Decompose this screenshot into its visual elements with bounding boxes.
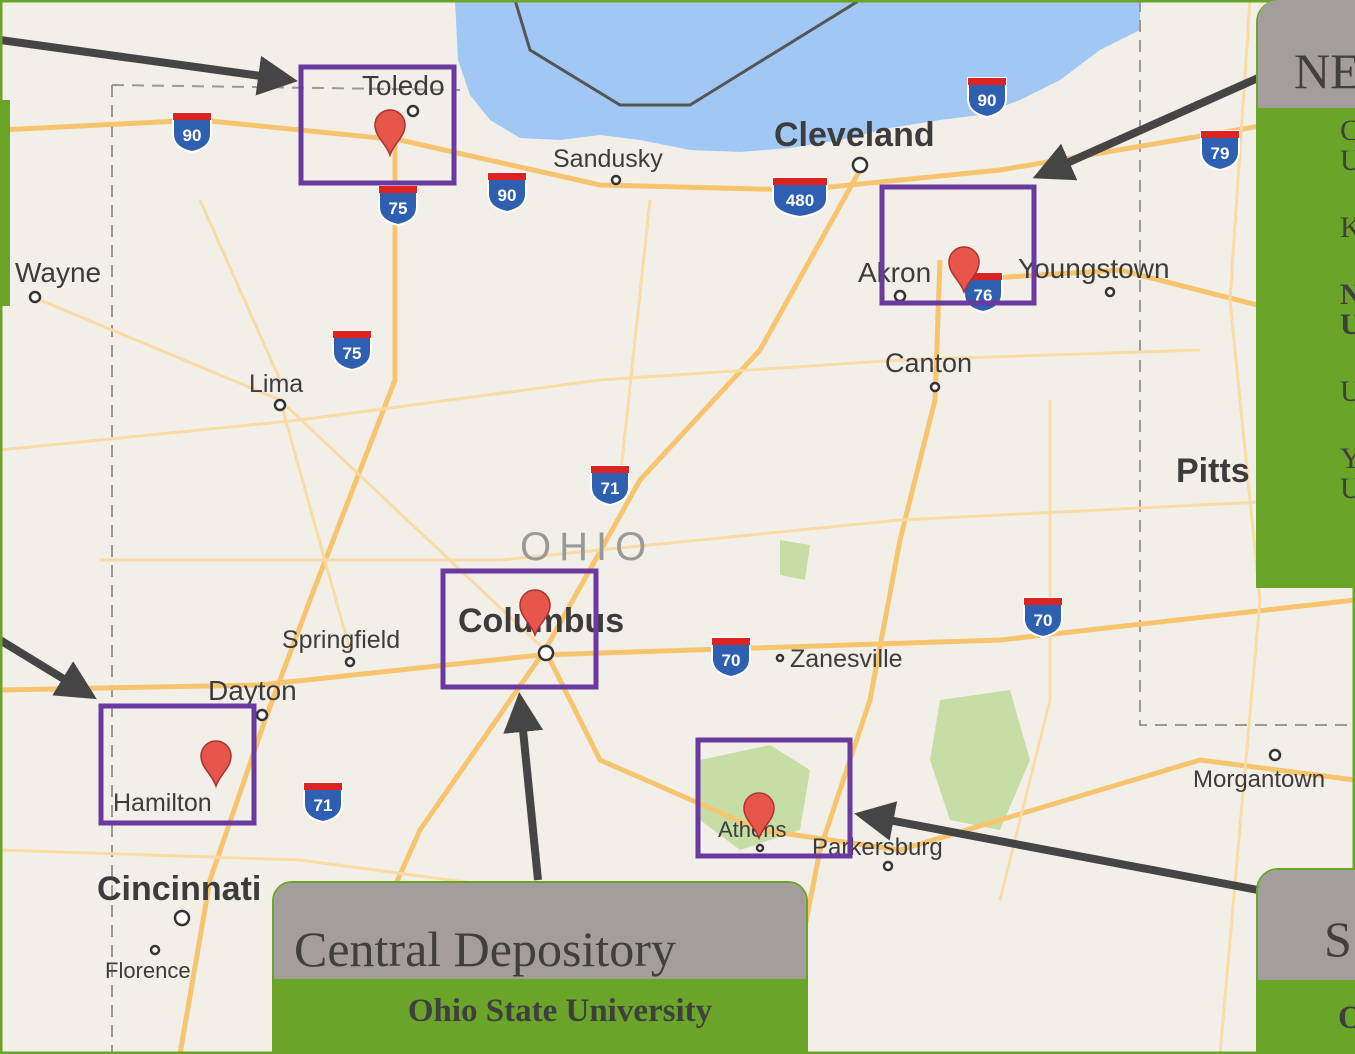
city-label-akron: Akron bbox=[858, 257, 931, 288]
interstate-shield: 480 bbox=[772, 177, 828, 219]
arrow-to-toledo bbox=[0, 36, 298, 96]
se-callout-institution: O bbox=[1258, 980, 1355, 1052]
svg-text:76: 76 bbox=[974, 286, 993, 305]
se-callout-title: S bbox=[1258, 870, 1355, 980]
ne-list-item: N U bbox=[1340, 280, 1355, 340]
city-label-morgantown: Morgantown bbox=[1193, 766, 1325, 793]
svg-text:70: 70 bbox=[722, 651, 741, 670]
interstate-shield: 75 bbox=[332, 330, 372, 372]
northeast-callout: NE C U K N U U Y U bbox=[1256, 0, 1355, 588]
map-marker-icon bbox=[743, 792, 775, 841]
city-label-florence: Florence bbox=[105, 958, 191, 983]
city-dots bbox=[28, 104, 1282, 956]
city-label-toledo: Toledo bbox=[362, 70, 445, 101]
highlight-boxes bbox=[98, 64, 1037, 859]
arrow-to-columbus bbox=[503, 692, 544, 881]
svg-text:75: 75 bbox=[389, 199, 408, 218]
city-label-springfield: Springfield bbox=[282, 626, 400, 654]
svg-text:71: 71 bbox=[601, 479, 620, 498]
city-label-pittsburgh: Pitts bbox=[1176, 452, 1250, 490]
city-label-sandusky: Sandusky bbox=[553, 145, 663, 173]
ne-list-item: C U bbox=[1340, 116, 1355, 176]
interstate-shield: 71 bbox=[590, 465, 630, 507]
highlight-box-hamilton bbox=[98, 703, 257, 826]
highlight-box-columbus bbox=[440, 568, 599, 690]
interstate-shield: 79 bbox=[1200, 130, 1240, 172]
map-marker-icon bbox=[200, 740, 232, 789]
central-callout-title: Central Depository bbox=[274, 883, 806, 979]
ne-list-item: Y U bbox=[1340, 444, 1355, 504]
ne-list-item: U bbox=[1340, 377, 1355, 407]
ne-callout-title: NE bbox=[1258, 0, 1355, 108]
ne-callout-list: C U K N U U Y U bbox=[1258, 108, 1355, 588]
lake-erie bbox=[455, 0, 1140, 152]
map-marker-icon bbox=[374, 109, 406, 158]
city-label-youngstown: Youngstown bbox=[1018, 253, 1170, 284]
interstate-shield: 90 bbox=[172, 112, 212, 154]
map-marker-icon bbox=[948, 246, 980, 295]
left-callout-edge bbox=[0, 100, 10, 306]
svg-text:90: 90 bbox=[978, 91, 997, 110]
svg-text:90: 90 bbox=[498, 186, 517, 205]
city-label-canton: Canton bbox=[885, 348, 972, 378]
park-area bbox=[780, 540, 810, 580]
interstate-shield: 90 bbox=[487, 172, 527, 214]
city-labels: Toledo Cleveland Sandusky Akron Youngsto… bbox=[15, 70, 1325, 983]
svg-text:90: 90 bbox=[183, 126, 202, 145]
city-label-lima: Lima bbox=[249, 370, 303, 398]
interstate-shield: 75 bbox=[378, 185, 418, 227]
interstate-shield: 71 bbox=[303, 782, 343, 824]
pointer-arrows bbox=[0, 36, 1260, 894]
state-border-east bbox=[1139, 0, 1355, 726]
map-markers bbox=[200, 109, 980, 841]
svg-text:79: 79 bbox=[1211, 144, 1230, 163]
svg-text:71: 71 bbox=[314, 796, 333, 815]
interstate-shield: 70 bbox=[711, 637, 751, 679]
interstate-shield: 90 bbox=[967, 77, 1007, 119]
map-marker-icon bbox=[519, 589, 551, 638]
city-label-cleveland: Cleveland bbox=[774, 116, 935, 154]
central-callout-institution: Ohio State University bbox=[274, 979, 806, 1052]
svg-text:70: 70 bbox=[1034, 611, 1053, 630]
interstate-shield: 70 bbox=[1023, 597, 1063, 639]
arrow-to-hamilton bbox=[0, 636, 97, 700]
central-depository-callout: Central Depository Ohio State University bbox=[272, 881, 808, 1054]
lake-boundary-line bbox=[513, 0, 861, 107]
highlight-box-toledo bbox=[298, 64, 457, 186]
ne-list-item: K bbox=[1340, 213, 1355, 243]
highlight-box-akron bbox=[879, 184, 1037, 306]
svg-text:480: 480 bbox=[786, 191, 814, 210]
park-area bbox=[930, 690, 1030, 830]
state-label: OHIO bbox=[520, 525, 654, 569]
city-label-hamilton: Hamilton bbox=[113, 789, 212, 817]
city-label-cincinnati: Cincinnati bbox=[97, 870, 261, 908]
svg-text:75: 75 bbox=[343, 344, 362, 363]
southeast-callout: S O bbox=[1256, 868, 1355, 1054]
city-label-wayne: Wayne bbox=[15, 257, 101, 288]
city-label-zanesville: Zanesville bbox=[790, 645, 903, 673]
arrow-to-akron bbox=[1032, 74, 1260, 181]
highlight-box-athens bbox=[695, 737, 853, 859]
city-label-dayton: Dayton bbox=[208, 675, 297, 706]
arrow-to-athens bbox=[854, 801, 1259, 894]
interstate-shields: 90 90 90 480 79 76 75 75 71 71 70 70 bbox=[172, 77, 1240, 824]
state-border-north bbox=[111, 84, 461, 91]
